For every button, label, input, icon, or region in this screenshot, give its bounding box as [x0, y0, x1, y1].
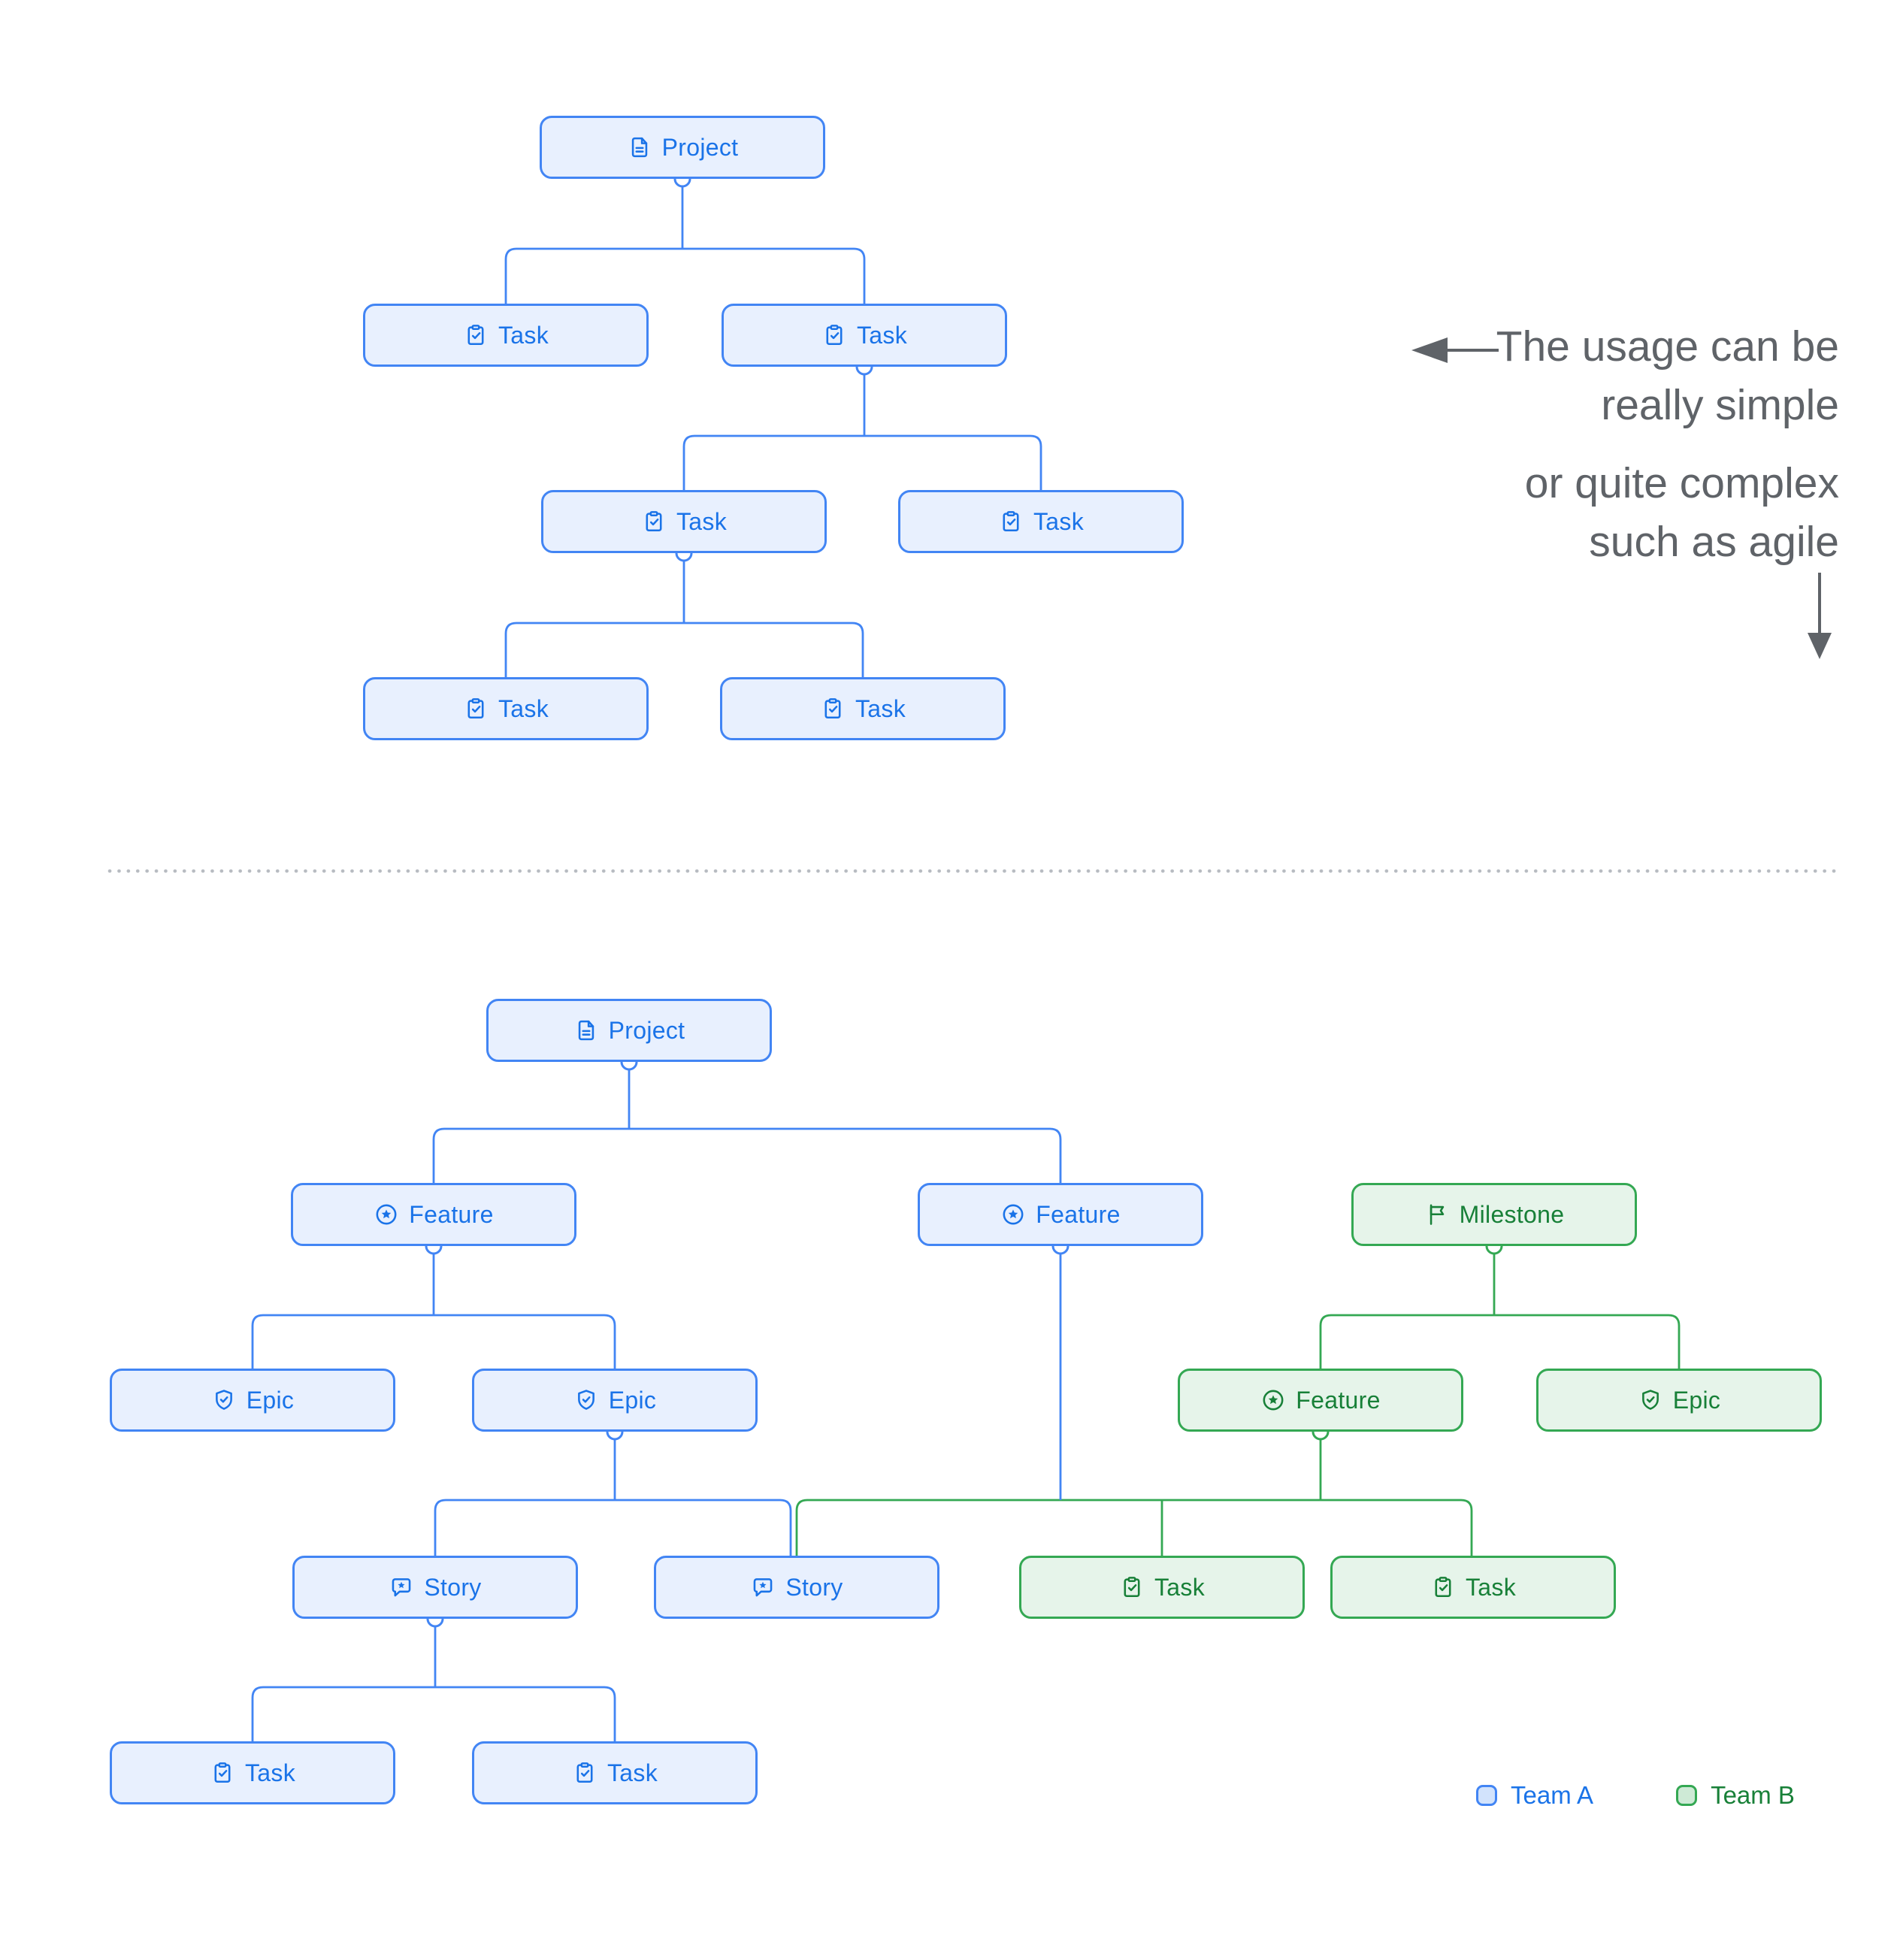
- node-milestone: Milestone: [1351, 1183, 1637, 1246]
- document-icon: [627, 135, 652, 160]
- feature-icon: [1260, 1387, 1286, 1413]
- feature-icon: [374, 1202, 399, 1227]
- node-task: Task: [722, 304, 1007, 367]
- connector-line: [504, 247, 866, 304]
- annotation-line-1: The usage can be: [1496, 322, 1839, 371]
- node-feature: Feature: [1178, 1369, 1463, 1432]
- node-task: Task: [1019, 1556, 1305, 1619]
- annotation-line-3: or quite complex: [1524, 459, 1839, 507]
- task-icon: [210, 1760, 235, 1786]
- node-task: Task: [363, 677, 649, 740]
- node-story: Story: [654, 1556, 939, 1619]
- team-a-label: Team A: [1511, 1781, 1594, 1809]
- connector-line: [251, 1686, 616, 1741]
- connector-line: [795, 1499, 1473, 1556]
- node-task: Task: [1330, 1556, 1616, 1619]
- connector-line: [251, 1314, 616, 1369]
- node-label: Epic: [608, 1386, 657, 1414]
- node-project: Project: [540, 116, 825, 179]
- task-icon: [463, 322, 489, 348]
- node-label: Project: [661, 133, 739, 161]
- node-task: Task: [363, 304, 649, 367]
- node-label: Story: [785, 1573, 843, 1601]
- node-label: Task: [498, 321, 549, 349]
- document-icon: [573, 1018, 599, 1043]
- node-label: Feature: [1296, 1386, 1381, 1414]
- annotation-text: The usage can be really simple or quite …: [1496, 317, 1839, 571]
- epic-icon: [1638, 1387, 1663, 1413]
- feature-icon: [1000, 1202, 1026, 1227]
- node-label: Task: [498, 694, 549, 722]
- epic-icon: [573, 1387, 599, 1413]
- node-label: Feature: [409, 1200, 494, 1228]
- node-task: Task: [110, 1741, 395, 1804]
- node-label: Task: [676, 507, 727, 535]
- annotation-line-4: such as agile: [1589, 518, 1839, 566]
- node-label: Task: [1033, 507, 1084, 535]
- node-label: Story: [424, 1573, 482, 1601]
- team-b-swatch: [1676, 1785, 1698, 1806]
- legend-item-team-b: Team B: [1676, 1781, 1795, 1810]
- team-b-label: Team B: [1711, 1781, 1795, 1809]
- team-a-swatch: [1476, 1785, 1497, 1806]
- task-icon: [821, 322, 847, 348]
- node-feature: Feature: [918, 1183, 1203, 1246]
- node-epic: Epic: [110, 1369, 395, 1432]
- task-icon: [1119, 1574, 1145, 1600]
- epic-icon: [211, 1387, 237, 1413]
- node-label: Task: [1154, 1573, 1205, 1601]
- task-icon: [641, 509, 667, 534]
- task-icon: [463, 696, 489, 721]
- legend: Team A Team B: [1476, 1781, 1795, 1810]
- connector-line: [1319, 1314, 1681, 1369]
- connector-line: [504, 622, 864, 677]
- node-feature: Feature: [291, 1183, 576, 1246]
- connector-line: [434, 1499, 792, 1556]
- node-label: Epic: [1672, 1386, 1721, 1414]
- node-project: Project: [486, 999, 772, 1062]
- node-label: Feature: [1036, 1200, 1121, 1228]
- milestone-icon: [1424, 1202, 1450, 1227]
- story-icon: [389, 1574, 414, 1600]
- node-epic: Epic: [1536, 1369, 1822, 1432]
- node-label: Task: [855, 694, 906, 722]
- node-story: Story: [292, 1556, 578, 1619]
- down-arrow-icon: [1808, 633, 1832, 659]
- story-icon: [750, 1574, 776, 1600]
- node-epic: Epic: [472, 1369, 758, 1432]
- task-icon: [820, 696, 846, 721]
- node-label: Task: [607, 1759, 658, 1786]
- legend-item-team-a: Team A: [1476, 1781, 1593, 1810]
- connector-line: [432, 1127, 1062, 1183]
- node-task: Task: [541, 490, 827, 553]
- node-label: Task: [857, 321, 907, 349]
- node-label: Milestone: [1459, 1200, 1565, 1228]
- node-task: Task: [898, 490, 1184, 553]
- node-task: Task: [720, 677, 1006, 740]
- node-label: Project: [608, 1016, 685, 1044]
- left-arrow-icon: [1411, 337, 1448, 363]
- annotation-line-2: really simple: [1601, 381, 1839, 429]
- task-icon: [572, 1760, 598, 1786]
- node-task: Task: [472, 1741, 758, 1804]
- node-label: Epic: [246, 1386, 295, 1414]
- node-label: Task: [1466, 1573, 1516, 1601]
- task-icon: [1430, 1574, 1456, 1600]
- connector-line: [682, 434, 1042, 490]
- task-icon: [998, 509, 1024, 534]
- node-label: Task: [245, 1759, 295, 1786]
